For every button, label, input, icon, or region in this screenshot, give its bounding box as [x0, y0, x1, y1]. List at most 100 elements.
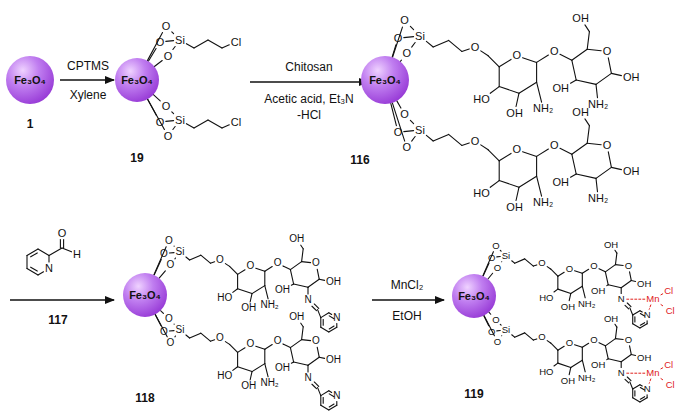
bond-line	[516, 187, 519, 200]
bond-line	[554, 363, 558, 366]
bond-line	[632, 315, 633, 324]
bond-line	[630, 272, 632, 281]
atom-label: OH	[623, 72, 640, 83]
atom-label: O	[550, 140, 559, 151]
bond-line	[569, 367, 571, 374]
atom-label: O	[488, 327, 495, 337]
bond-line	[62, 248, 72, 252]
bond-line	[640, 385, 642, 386]
nanoparticle-sphere: Fe₃O₄	[452, 274, 496, 318]
bond-line	[626, 299, 645, 300]
reaction-arrow	[60, 79, 114, 80]
bond-line	[433, 134, 448, 141]
reagent-label: Acetic acid, Et₃N	[264, 93, 354, 105]
atom-label: Si	[502, 325, 510, 335]
bond-line	[605, 272, 608, 285]
bond-line	[252, 364, 265, 372]
bond-line	[632, 389, 633, 398]
bond-line	[533, 265, 536, 266]
bond-line	[174, 335, 176, 337]
bond-line	[320, 396, 321, 406]
bond-line	[523, 58, 537, 63]
bond-line	[537, 82, 542, 102]
bond-line	[587, 49, 601, 51]
bond-line	[194, 40, 208, 48]
atom-label: O	[403, 48, 412, 59]
bond-line	[410, 120, 413, 123]
bond-line	[605, 346, 608, 359]
bond-line	[661, 293, 663, 295]
bond-line	[661, 367, 663, 369]
atom-label: Si	[176, 325, 185, 335]
atom-label: O	[494, 263, 501, 273]
atom-label: O	[247, 261, 255, 271]
atom-label: O	[625, 335, 632, 345]
atom-label: Si	[175, 115, 185, 126]
atom-label: OH	[289, 234, 304, 244]
bond-line	[587, 32, 589, 50]
bond-line	[499, 161, 500, 181]
bond-line	[525, 259, 534, 266]
bond-line	[329, 326, 334, 329]
atom-label: O	[274, 258, 282, 268]
atom-label: Cl	[666, 380, 675, 390]
bond-line	[615, 264, 623, 266]
atom-label: O	[160, 327, 168, 337]
particle-label: Fe₃O₄	[129, 290, 161, 301]
bond-line	[462, 49, 469, 51]
bond-line	[225, 264, 229, 267]
bond-line	[63, 240, 64, 249]
bond-line	[252, 286, 265, 294]
bond-line	[499, 153, 511, 160]
bond-line	[397, 101, 401, 108]
atom-label: O	[590, 335, 597, 345]
atom-label: HO	[473, 188, 490, 199]
bond-line	[481, 51, 488, 56]
atom-label: OH	[275, 285, 290, 295]
atom-label: Cl	[664, 360, 673, 370]
atom-label: HO	[217, 371, 232, 381]
bond-line	[159, 271, 165, 278]
atom-label: NH₂	[533, 197, 553, 208]
atom-label: N	[618, 294, 625, 304]
bond-line	[572, 60, 576, 80]
bond-line	[607, 358, 608, 360]
atom-label: OH	[241, 381, 256, 391]
bond-line	[633, 324, 640, 328]
bond-line	[233, 289, 238, 293]
bond-line	[497, 330, 500, 331]
bond-line	[489, 312, 491, 314]
nanoparticle-sphere: Fe₃O₄	[115, 58, 159, 102]
bond-line	[576, 174, 596, 178]
bond-line	[611, 167, 621, 169]
atom-label: Cl	[231, 37, 241, 48]
compound-number: 1	[27, 118, 34, 130]
atom-label: HO	[473, 94, 490, 105]
bond-line	[523, 152, 537, 157]
bond-line	[238, 289, 252, 294]
atom-label: Mn	[646, 368, 659, 378]
atom-label: O	[603, 140, 612, 151]
bond-line	[27, 269, 38, 276]
bond-line	[596, 84, 597, 97]
bond-line	[238, 270, 245, 275]
bond-line	[512, 261, 515, 263]
compound-number: 116	[350, 154, 369, 166]
compound-number: 118	[135, 392, 154, 404]
bond-line	[186, 44, 194, 48]
bond-line	[481, 145, 488, 150]
atom-label: O	[492, 241, 499, 251]
particle-label: Fe₃O₄	[458, 291, 490, 302]
nanoparticle-sphere: Fe₃O₄	[361, 56, 409, 104]
bond-line	[557, 350, 558, 363]
bond-line	[294, 284, 308, 287]
bond-line	[630, 308, 633, 315]
atom-label: NH₂	[588, 99, 608, 110]
bond-line	[608, 285, 621, 288]
bond-line	[319, 279, 324, 280]
bond-line	[537, 149, 549, 156]
bond-line	[571, 360, 583, 367]
atom-label: O	[566, 338, 573, 348]
bond-line	[536, 62, 537, 82]
